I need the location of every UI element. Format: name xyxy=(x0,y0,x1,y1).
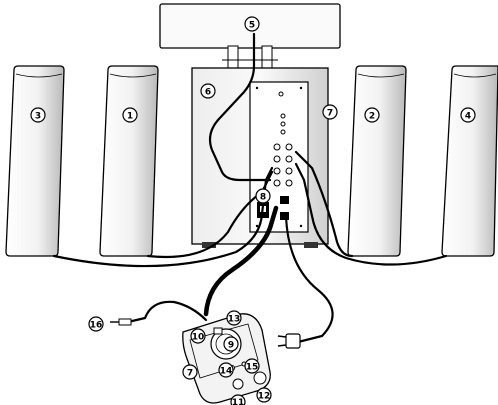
speaker-1 xyxy=(99,65,159,257)
subwoofer-rear-panel xyxy=(249,81,309,233)
callout-8: 8 xyxy=(255,188,271,204)
callout-4-label: 4 xyxy=(465,112,471,122)
callout-14-label: 14 xyxy=(220,367,233,377)
callout-6: 6 xyxy=(200,83,216,99)
callout-11: 11 xyxy=(230,394,246,405)
callout-4: 4 xyxy=(460,107,476,123)
callout-8-label: 8 xyxy=(260,193,266,203)
callout-16-label: 16 xyxy=(90,321,103,331)
callout-3-label: 3 xyxy=(35,112,41,122)
control-pod xyxy=(182,313,271,404)
callout-10-label: 10 xyxy=(192,333,205,343)
center-speaker xyxy=(159,3,341,73)
callout-14: 14 xyxy=(218,362,234,378)
cables xyxy=(52,32,448,344)
callout-15-label: 15 xyxy=(246,363,259,373)
callout-3: 3 xyxy=(30,107,46,123)
callout-1-label: 1 xyxy=(127,112,133,122)
callout-13-label: 13 xyxy=(228,315,241,325)
callout-13: 13 xyxy=(226,310,242,326)
callout-12: 12 xyxy=(256,387,272,403)
callout-7-subwoofer: 7 xyxy=(322,104,338,120)
callout-7-pod-label: 7 xyxy=(187,369,193,379)
callout-16: 16 xyxy=(88,316,104,332)
callout-15: 15 xyxy=(244,358,260,374)
callout-11-label: 11 xyxy=(232,398,245,405)
callout-7-pod: 7 xyxy=(182,364,198,380)
callout-5-label: 5 xyxy=(249,21,255,31)
callout-10: 10 xyxy=(190,328,206,344)
callout-9-label: 9 xyxy=(228,341,234,351)
speaker-2 xyxy=(347,65,407,257)
callout-6-label: 6 xyxy=(205,88,211,98)
callout-12-label: 12 xyxy=(258,392,271,402)
callout-2-label: 2 xyxy=(369,112,375,122)
speaker-3 xyxy=(5,65,65,257)
callout-2: 2 xyxy=(364,107,380,123)
callout-1: 1 xyxy=(122,107,138,123)
power-plug xyxy=(277,333,301,349)
subwoofer xyxy=(191,67,329,248)
callout-5: 5 xyxy=(244,16,260,32)
callout-7-subwoofer-label: 7 xyxy=(327,109,333,119)
audio-input-plug xyxy=(110,318,132,326)
speaker-4 xyxy=(441,65,498,257)
callout-9: 9 xyxy=(223,336,239,352)
